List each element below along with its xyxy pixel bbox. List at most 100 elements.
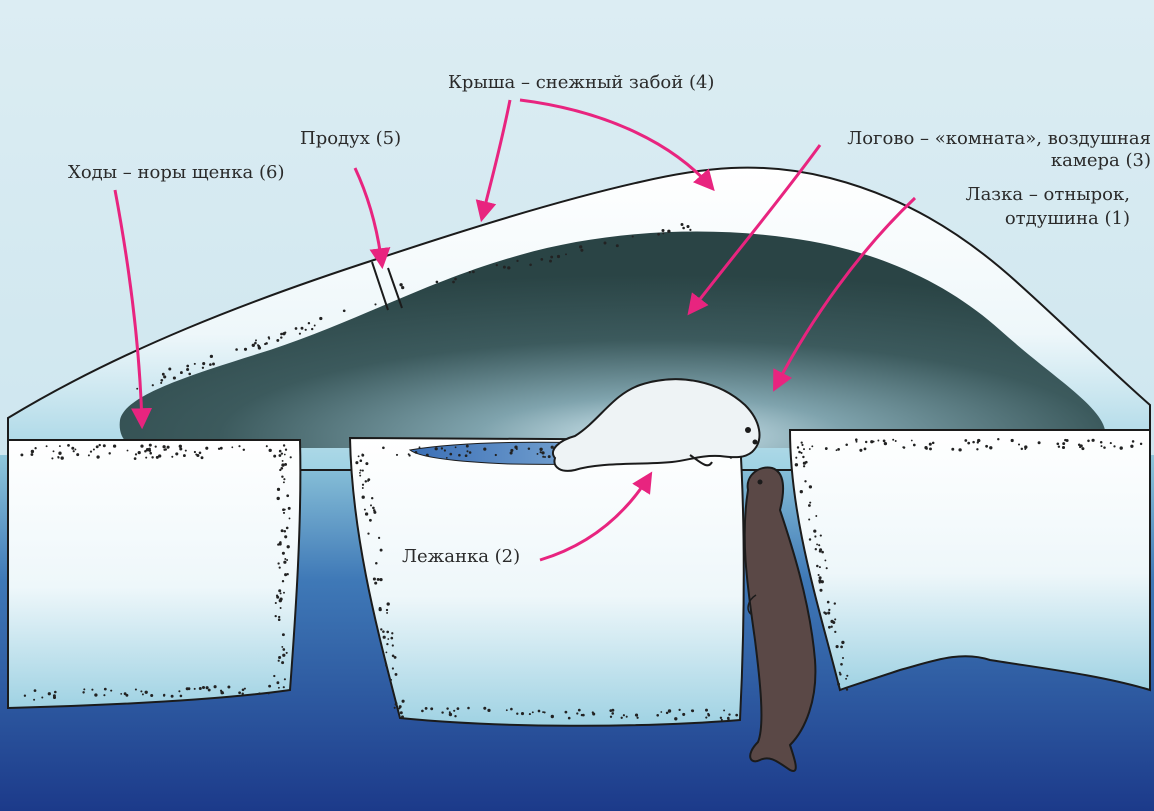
stipple-dot <box>542 711 544 713</box>
stipple-dot <box>883 440 886 443</box>
stipple-dot <box>179 447 182 450</box>
stipple-dot <box>59 445 61 447</box>
stipple-dot <box>528 447 530 449</box>
stipple-dot <box>284 573 287 576</box>
stipple-dot <box>365 462 368 465</box>
stipple-dot <box>441 447 443 449</box>
stipple-dot <box>238 445 240 447</box>
stipple-dot <box>449 453 452 456</box>
stipple-dot <box>582 714 585 717</box>
stipple-dot <box>113 444 116 447</box>
stipple-dot <box>258 346 261 349</box>
stipple-dot <box>592 712 595 715</box>
stipple-dot <box>220 690 222 692</box>
stipple-dot <box>487 709 490 712</box>
stipple-dot <box>171 456 173 458</box>
stipple-dot <box>173 376 176 379</box>
stipple-dot <box>54 691 57 694</box>
stipple-dot <box>140 690 142 692</box>
stipple-dot <box>408 454 410 456</box>
stipple-dot <box>495 454 497 456</box>
stipple-dot <box>96 455 99 458</box>
stipple-dot <box>34 447 36 449</box>
stipple-dot <box>819 566 821 568</box>
stipple-dot <box>150 694 153 697</box>
stipple-dot <box>386 612 388 614</box>
stipple-dot <box>387 638 389 640</box>
stipple-dot <box>163 694 165 696</box>
stipple-dot <box>282 580 284 582</box>
stipple-dot <box>419 446 421 448</box>
stipple-dot <box>281 529 284 532</box>
stipple-dot <box>636 717 638 719</box>
stipple-dot <box>361 453 363 455</box>
stipple-dot <box>286 527 289 530</box>
stipple-dot <box>311 328 313 330</box>
stipple-dot <box>449 711 451 713</box>
ice-block-right <box>790 430 1150 690</box>
stipple-dot <box>682 227 685 230</box>
stipple-dot <box>958 448 961 451</box>
stipple-dot <box>815 548 817 550</box>
stipple-dot <box>24 695 26 697</box>
stipple-dot <box>660 711 662 713</box>
stipple-dot <box>163 449 165 451</box>
stipple-dot <box>149 444 152 447</box>
stipple-dot <box>20 453 23 456</box>
stipple-dot <box>798 451 801 454</box>
stipple-dot <box>467 707 470 710</box>
stipple-dot <box>398 707 400 709</box>
stipple-dot <box>282 460 284 462</box>
stipple-dot <box>834 602 836 604</box>
stipple-dot <box>282 552 285 555</box>
stipple-dot <box>175 452 178 455</box>
stipple-dot <box>666 712 669 715</box>
stipple-dot <box>395 703 398 706</box>
stipple-dot <box>199 687 202 690</box>
stipple-dot <box>235 348 238 351</box>
stipple-dot <box>568 717 571 720</box>
stipple-dot <box>728 713 730 715</box>
stipple-dot <box>400 711 403 714</box>
stipple-dot <box>1132 440 1135 443</box>
stipple-dot <box>503 266 506 269</box>
stipple-dot <box>283 592 285 594</box>
stipple-dot <box>825 612 828 615</box>
stipple-dot <box>972 441 975 444</box>
stipple-dot <box>369 519 372 522</box>
stipple-dot <box>831 626 833 628</box>
stipple-dot <box>367 532 369 534</box>
stipple-dot <box>244 348 247 351</box>
stipple-dot <box>808 518 810 520</box>
stipple-dot <box>58 452 61 455</box>
stipple-dot <box>31 450 34 453</box>
stipple-dot <box>386 643 388 645</box>
stipple-dot <box>446 457 448 459</box>
stipple-dot <box>705 717 707 719</box>
stipple-dot <box>903 446 905 448</box>
stipple-dot <box>373 509 376 512</box>
stipple-dot <box>682 713 685 716</box>
stipple-dot <box>540 451 542 453</box>
stipple-dot <box>454 715 456 717</box>
stipple-dot <box>809 448 811 450</box>
stipple-dot <box>91 689 93 691</box>
stipple-dot <box>735 714 738 717</box>
stipple-dot <box>276 339 279 342</box>
stipple-dot <box>280 607 282 609</box>
stipple-dot <box>61 456 64 459</box>
stipple-dot <box>279 450 282 453</box>
stipple-dot <box>385 664 387 666</box>
stipple-dot <box>375 562 378 565</box>
stipple-dot <box>168 368 171 371</box>
stipple-dot <box>194 363 196 365</box>
stipple-dot <box>178 690 180 692</box>
stipple-dot <box>278 656 281 659</box>
stipple-dot <box>278 660 280 662</box>
stipple-dot <box>391 632 393 634</box>
stipple-dot <box>707 714 710 717</box>
stipple-dot <box>280 598 283 601</box>
stipple-dot <box>277 562 279 564</box>
stipple-dot <box>827 601 830 604</box>
